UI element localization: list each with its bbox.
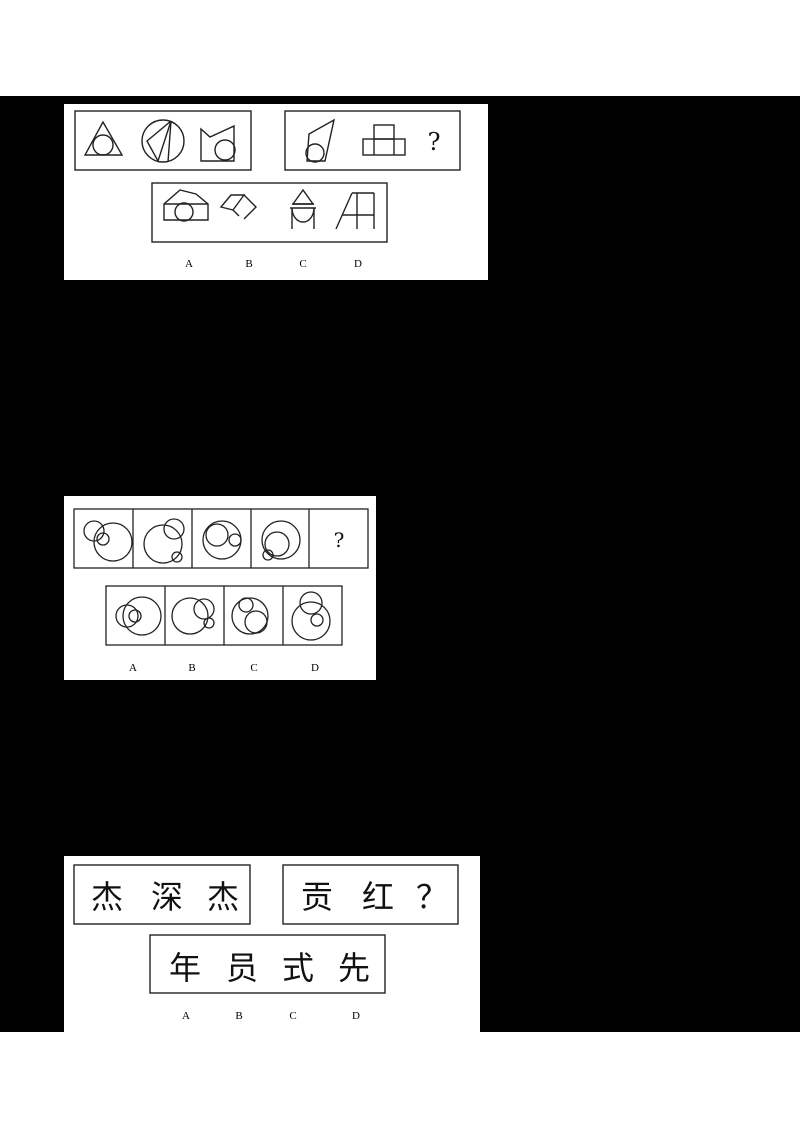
- q3-group2-box: [282, 864, 459, 925]
- option-b-label: B: [188, 662, 195, 674]
- stacked-rects-icon: [362, 124, 406, 156]
- option-d-char: 先: [338, 949, 370, 987]
- question3-figure: 杰 深 杰 贡 红 ？ 年 员 式 先 A B C D: [64, 856, 480, 1032]
- option-a-char: 年: [169, 949, 201, 987]
- option-b-figure: [219, 194, 257, 220]
- question-mark: ?: [428, 128, 441, 156]
- circles-1-icon: [83, 520, 133, 562]
- circles-3-icon: [202, 520, 242, 560]
- triangle-circle-icon: [83, 120, 124, 156]
- q3-options-box: [149, 934, 386, 994]
- option-b-label: B: [235, 1010, 242, 1022]
- q1-group2-box: [284, 110, 461, 171]
- q1-group1-box: [74, 110, 252, 171]
- q3-group1-box: [73, 864, 251, 925]
- question-mark: ？: [416, 878, 448, 916]
- option-a-label: A: [182, 1010, 190, 1022]
- question1-figure: ? A B C: [64, 104, 488, 280]
- option-b-label: B: [245, 258, 252, 270]
- circle-triangles-icon: [141, 119, 185, 163]
- group2-char-2: 红: [362, 878, 394, 916]
- option-c-figure: [231, 597, 269, 635]
- q1-options-box: [151, 182, 388, 243]
- group1-char-3: 杰: [207, 878, 239, 916]
- option-b-figure: [171, 597, 215, 635]
- circles-2-icon: [143, 518, 185, 564]
- option-d-figure: [335, 192, 375, 230]
- notched-shape-circle-icon: [200, 124, 236, 162]
- option-d-figure: [291, 591, 331, 641]
- option-a-label: A: [129, 662, 137, 674]
- option-c-label: C: [289, 1010, 296, 1022]
- option-c-figure: [290, 188, 316, 229]
- option-d-label: D: [311, 662, 319, 674]
- circles-4-icon: [261, 520, 301, 561]
- option-c-char: 式: [282, 949, 314, 987]
- option-a-label: A: [185, 258, 193, 270]
- quad-circle-icon: [305, 118, 336, 163]
- option-a-figure: [115, 596, 162, 636]
- option-d-label: D: [354, 258, 362, 270]
- group1-char-2: 深: [151, 878, 183, 916]
- q2-sequence-box: [73, 508, 369, 569]
- group1-char-1: 杰: [91, 878, 123, 916]
- option-c-label: C: [250, 662, 257, 674]
- option-a-figure: [163, 189, 209, 222]
- option-c-label: C: [299, 258, 306, 270]
- group2-char-1: 贡: [301, 878, 333, 916]
- option-d-label: D: [352, 1010, 360, 1022]
- question-mark: ?: [334, 528, 345, 552]
- question2-figure: ? A B C D: [64, 496, 376, 680]
- option-b-char: 员: [226, 949, 258, 987]
